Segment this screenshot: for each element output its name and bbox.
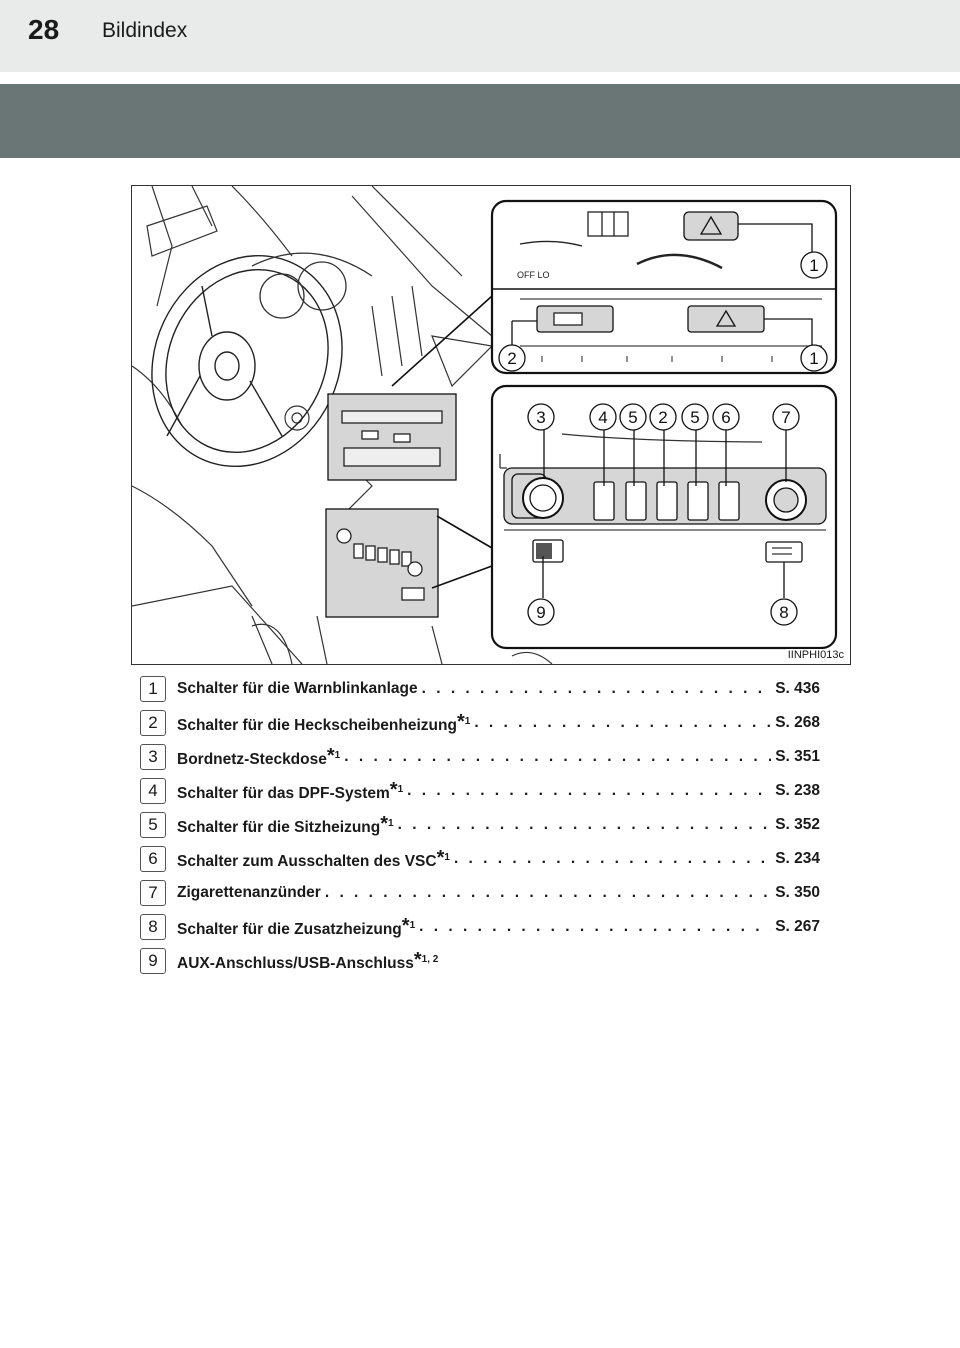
svg-text:6: 6	[721, 408, 730, 427]
svg-text:5: 5	[690, 408, 699, 427]
callout-2-lower: 2	[649, 403, 677, 431]
index-label: Schalter für die Sitzheizung*1	[177, 813, 394, 836]
leader-dots	[454, 850, 771, 868]
footnote-mark: *1	[380, 813, 394, 835]
svg-text:4: 4	[598, 408, 607, 427]
instrument-cluster	[251, 252, 373, 319]
index-label: Bordnetz-Steckdose*1	[177, 745, 341, 768]
section-title: Bildindex	[102, 19, 188, 42]
index-number: 2	[140, 710, 166, 736]
detail-panel-lower: 3 4 5 2 5 6 7	[490, 384, 838, 650]
index-item-1: 1 Schalter für die Warnblinkanlage S. 43…	[140, 672, 820, 706]
index-number: 6	[140, 846, 166, 872]
page-reference[interactable]: S. 350	[775, 884, 820, 901]
index-label: AUX-Anschluss/USB-Anschluss*1, 2	[177, 949, 439, 972]
leader-dots	[398, 816, 772, 834]
footnote-mark: *1	[436, 847, 450, 869]
leader-dots	[344, 748, 771, 766]
page-reference[interactable]: S. 436	[775, 680, 820, 697]
index-label: Zigarettenanzünder	[177, 884, 321, 901]
page-reference[interactable]: S. 268	[775, 714, 820, 731]
callout-1-upper: 1	[800, 251, 828, 279]
leader-dots	[407, 782, 771, 800]
index-label: Schalter für das DPF-System*1	[177, 779, 404, 802]
svg-text:8: 8	[779, 603, 788, 622]
index-item-5: 5 Schalter für die Sitzheizung*1 S. 352	[140, 808, 820, 842]
index-number: 1	[140, 676, 166, 702]
index-item-6: 6 Schalter zum Ausschalten des VSC*1 S. …	[140, 842, 820, 876]
callout-2-upper: 2	[498, 344, 526, 372]
svg-text:OFF LO: OFF LO	[517, 270, 550, 280]
index-number: 8	[140, 914, 166, 940]
index-number: 3	[140, 744, 166, 770]
page-reference[interactable]: S. 267	[775, 918, 820, 935]
header-strip	[0, 0, 960, 72]
svg-text:1: 1	[809, 349, 818, 368]
leader-dots	[474, 714, 771, 732]
page-reference[interactable]: S. 238	[775, 782, 820, 799]
callout-1-lower: 1	[800, 344, 828, 372]
header-band	[0, 84, 960, 158]
index-list: 1 Schalter für die Warnblinkanlage S. 43…	[140, 672, 820, 978]
callout-3: 3	[527, 403, 555, 431]
index-item-4: 4 Schalter für das DPF-System*1 S. 238	[140, 774, 820, 808]
index-label: Schalter für die Heckscheibenheizung*1	[177, 711, 471, 734]
index-item-2: 2 Schalter für die Heckscheibenheizung*1…	[140, 706, 820, 740]
callout-9: 9	[527, 598, 555, 626]
footnote-mark: *1	[456, 711, 471, 733]
console-inset-lower	[325, 508, 439, 618]
console-inset-upper	[327, 393, 457, 481]
detail-panel-upper: OFF LO 1 1 2	[490, 199, 838, 375]
footnote-mark: *1	[401, 915, 416, 937]
figure-code: IINPHI013c	[785, 649, 846, 661]
page-reference[interactable]: S. 352	[775, 816, 820, 833]
svg-text:9: 9	[536, 603, 545, 622]
page-reference[interactable]: S. 351	[775, 748, 820, 765]
footnote-mark: *1	[389, 779, 404, 801]
index-label: Schalter zum Ausschalten des VSC*1	[177, 847, 450, 870]
index-label: Schalter für die Warnblinkanlage	[177, 680, 418, 697]
callout-8: 8	[770, 598, 798, 626]
callout-4: 4	[589, 403, 617, 431]
page-number: 28	[28, 14, 60, 45]
index-label: Schalter für die Zusatzheizung*1	[177, 915, 416, 938]
index-item-7: 7 Zigarettenanzünder S. 350	[140, 876, 820, 910]
index-number: 5	[140, 812, 166, 838]
leader-dots	[419, 918, 771, 936]
index-number: 4	[140, 778, 166, 804]
page-reference[interactable]: S. 234	[775, 850, 820, 867]
svg-text:5: 5	[628, 408, 637, 427]
svg-text:1: 1	[809, 256, 818, 275]
index-number: 9	[140, 948, 166, 974]
callout-7: 7	[772, 403, 800, 431]
interior-sketch	[132, 186, 553, 664]
callout-5-right: 5	[681, 403, 709, 431]
footnote-mark: *1	[326, 745, 341, 767]
leader-dots	[422, 680, 772, 698]
svg-text:2: 2	[658, 408, 667, 427]
index-item-8: 8 Schalter für die Zusatzheizung*1 S. 26…	[140, 910, 820, 944]
svg-text:2: 2	[507, 349, 516, 368]
index-number: 7	[140, 880, 166, 906]
leader-dots	[325, 884, 771, 902]
callout-6: 6	[712, 403, 740, 431]
footnote-mark: *1, 2	[413, 949, 439, 971]
index-item-3: 3 Bordnetz-Steckdose*1 S. 351	[140, 740, 820, 774]
index-item-9: 9 AUX-Anschluss/USB-Anschluss*1, 2	[140, 944, 820, 978]
svg-text:7: 7	[781, 408, 790, 427]
svg-text:3: 3	[536, 408, 545, 427]
callout-5-left: 5	[619, 403, 647, 431]
dashboard-illustration: OFF LO 1 1 2	[131, 185, 851, 665]
